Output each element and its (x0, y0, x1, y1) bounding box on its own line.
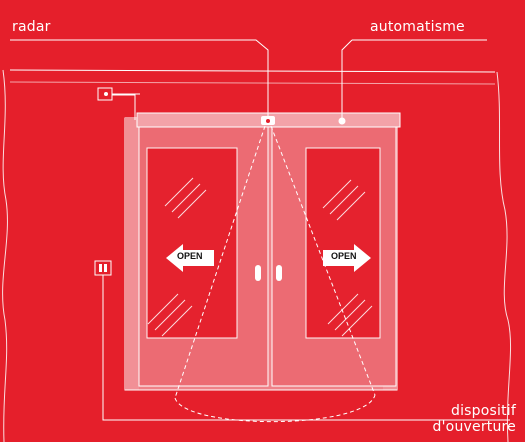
opening-device-label-line1: dispositif (450, 403, 516, 419)
radar-sensor-lens (266, 119, 270, 123)
opening-device-label-line2: d'ouverture (432, 419, 516, 435)
wall-left-outline (2, 69, 8, 442)
right-door-handle[interactable] (276, 265, 282, 281)
radar-label: radar (12, 19, 51, 35)
wall-ceiling-line (9, 81, 496, 85)
wall-switch-dot (104, 92, 108, 96)
opening-device-label: dispositif d'ouverture (433, 403, 516, 435)
right-door-glass (305, 147, 381, 339)
radar-detection-zone (174, 125, 376, 423)
wall-top-line (9, 69, 496, 73)
wall-right-outline (496, 71, 512, 442)
glass-reflections (147, 177, 373, 337)
open-left-arrow (166, 244, 214, 272)
opening-device-slot-left (99, 264, 102, 272)
left-door-handle[interactable] (255, 265, 261, 281)
open-left-arrow-text: OPEN (177, 251, 203, 261)
leader-lines (10, 39, 510, 421)
open-right-arrow-text: OPEN (331, 251, 357, 261)
automatisme-label: automatisme (370, 19, 465, 35)
open-right-arrow (323, 244, 371, 272)
left-door-glass (146, 147, 238, 339)
automatisme-marker (338, 117, 346, 125)
opening-device-slot-right (104, 264, 107, 272)
opening-device-button[interactable] (94, 260, 112, 276)
door-frame-left-jamb (125, 118, 139, 390)
